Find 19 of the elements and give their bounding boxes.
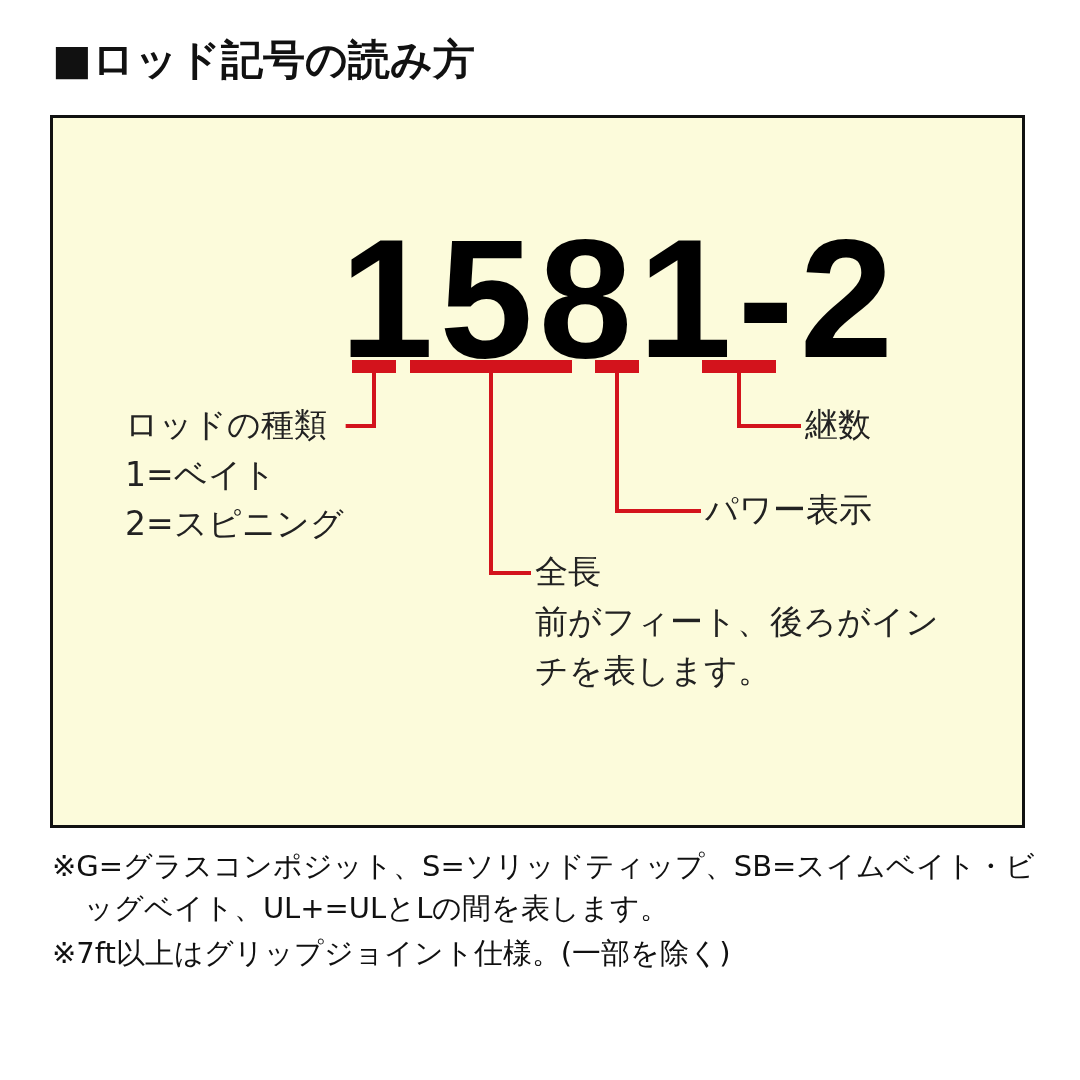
leader-line [345, 373, 376, 428]
callout-text: 1=ベイト [125, 453, 277, 496]
heading: ■ロッド記号の読み方 [52, 34, 475, 86]
model-number: 1581-2 [340, 215, 900, 383]
callout-heading: パワー表示 [705, 489, 872, 531]
underline-bar [595, 360, 639, 373]
callout-text: 2=スピニング [125, 503, 344, 545]
callout-heading: 継数 [805, 404, 871, 446]
leader-line [737, 373, 801, 428]
underline-bar [352, 360, 396, 373]
footnote: ※G=グラスコンポジット、S=ソリッドティップ、SB=スイムベイト・ビッグベイト、UL+=ULとLの間を表します。 [52, 848, 1037, 928]
footnote: ※7ft以上はグリップジョイント仕様。(一部を除く) [52, 935, 732, 972]
callout-heading: ロッドの種類 [125, 404, 328, 446]
leader-line [489, 373, 531, 575]
underline-bar [702, 360, 776, 373]
leader-line [615, 373, 701, 513]
callout-heading: 全長 [535, 551, 602, 593]
underline-bar [410, 360, 572, 373]
callout-text: 前がフィート、後ろがインチを表します。 [535, 600, 940, 692]
